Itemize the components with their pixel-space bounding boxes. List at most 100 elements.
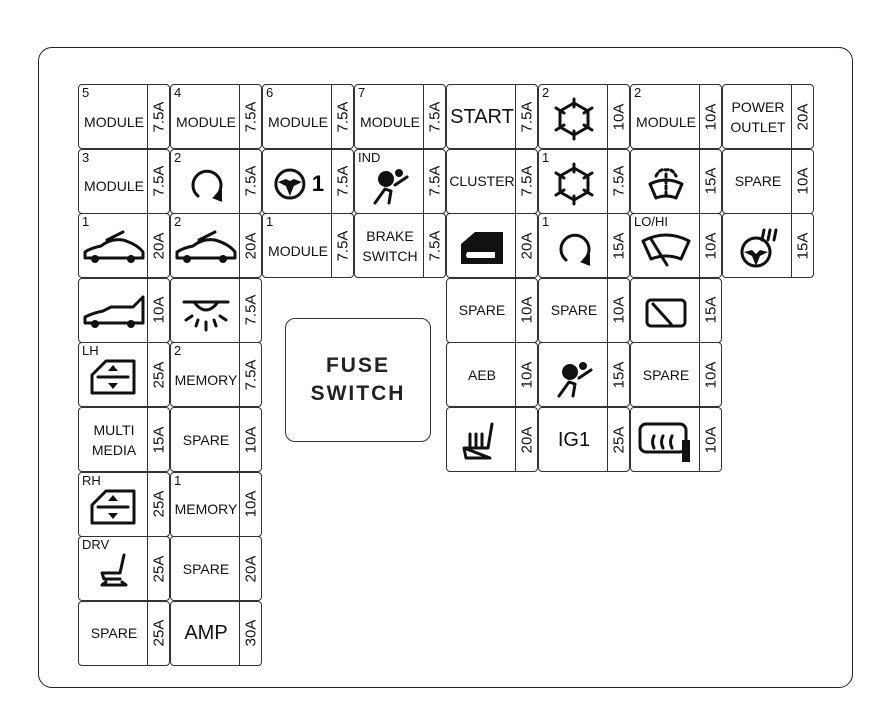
fuse-label: MODULE [268, 242, 328, 259]
fuse-label-area: AEB [447, 343, 517, 406]
fuse-label-area: LO/HI [631, 214, 701, 277]
fuse-heated-seat[interactable]: 20A [446, 407, 538, 472]
fuse-label-area: MULTI MEDIA [79, 408, 149, 471]
fuse-amperage: 7.5A [423, 149, 445, 213]
amperage-value: 7.5A [242, 165, 259, 197]
fuse-number: 4 [174, 85, 182, 100]
amperage-value: 20A [794, 103, 811, 130]
fuse-amperage: 15A [147, 408, 169, 471]
amperage-value: 7.5A [426, 101, 443, 132]
fuse-door-lock[interactable]: 20A [446, 213, 538, 279]
fuse-amperage: 10A [239, 408, 261, 471]
fuse-label-area [447, 408, 517, 471]
amperage-value: 7.5A [518, 101, 535, 132]
fuse-windshield-washer[interactable]: 15A [630, 148, 722, 214]
fuse-number: IND [358, 149, 381, 165]
fuse-tailgate[interactable]: 10A [78, 277, 170, 343]
fuse-amperage: 25A [147, 472, 169, 536]
fuse-label: MODULE [268, 113, 328, 130]
amperage-value: 25A [150, 490, 167, 518]
fuse-number: 1 [82, 214, 90, 230]
fuse-amperage: 20A [239, 214, 261, 278]
icon-number: 1 [311, 170, 325, 196]
amperage-value: 10A [702, 426, 719, 453]
front-wiper-icon [639, 227, 693, 269]
fuse-label: CLUSTER [449, 173, 515, 190]
fuse-amperage: 7.5A [239, 149, 261, 213]
windshield-washer-icon [644, 164, 688, 204]
fuse-label-area: 1 [263, 150, 333, 213]
fuse-amperage: 15A [699, 278, 721, 342]
amperage-value: 15A [702, 296, 719, 324]
amperage-value: 20A [518, 232, 535, 260]
fuse-number: DRV [82, 537, 110, 553]
amperage-value: 25A [610, 426, 627, 453]
fuse-label: SPARE [458, 302, 506, 319]
fuse-label-area: LH [79, 343, 149, 406]
fuse-label-area: DRV [79, 537, 149, 600]
fuse-label: AEB [467, 366, 496, 383]
amperage-value: 15A [794, 232, 811, 260]
heated-seat-icon [458, 420, 506, 464]
amperage-value: 7.5A [334, 101, 351, 132]
fuse-airbag[interactable]: 15A [538, 342, 630, 408]
fuse-label-area: 1 [79, 214, 149, 277]
fuse-label-area: 2 [171, 150, 241, 213]
airbag-icon [553, 356, 595, 398]
fuse-rear-defrost[interactable]: 10A [630, 407, 722, 472]
fuse-label-area [631, 279, 701, 342]
fuse-room-lamp[interactable]: 7.5A [170, 277, 262, 343]
fuse-switch[interactable]: FUSE SWITCH [285, 318, 431, 442]
amperage-value: 25A [150, 619, 167, 647]
fuse-airbag-ind[interactable]: IND 7.5A [354, 148, 446, 214]
rotate-icon [554, 228, 594, 268]
fuse-rear-wiper[interactable]: 15A [630, 277, 722, 343]
fuse-label: BRAKE SWITCH [362, 227, 418, 264]
fuse-label-area: SPARE [447, 279, 517, 342]
fuse-label-area: 2 [171, 214, 241, 277]
fuse-label-area: 1 [539, 150, 609, 213]
amperage-value: 15A [150, 426, 167, 453]
fuse-heated-steering[interactable]: 15A [722, 213, 814, 279]
fuse-label: AMP [184, 622, 228, 645]
